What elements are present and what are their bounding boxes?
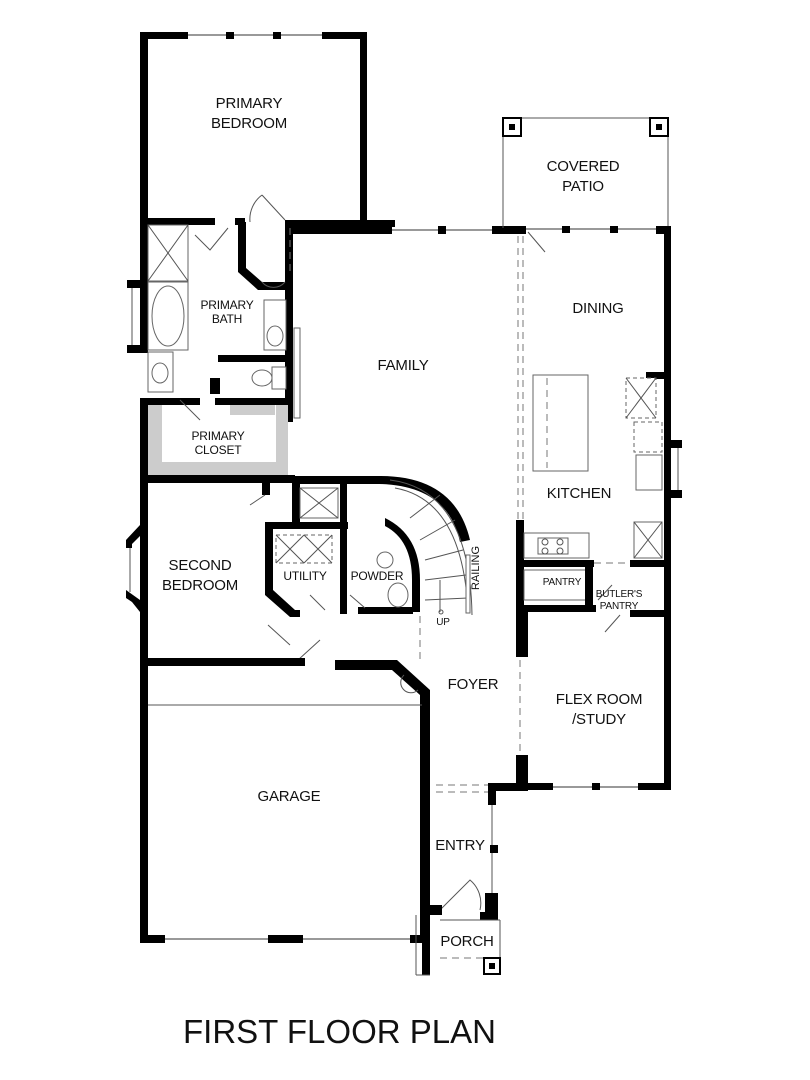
room-label-primary-closet: PRIMARY CLOSET (191, 429, 244, 457)
room-label-family: FAMILY (377, 356, 428, 376)
flex-room-label-line1: FLEX ROOM (555, 691, 643, 708)
room-label-utility: UTILITY (283, 569, 326, 583)
room-label-kitchen: KITCHEN (546, 484, 612, 504)
room-label-dining: DINING (572, 299, 624, 319)
flex-room-label-line2: /STUDY (572, 711, 626, 728)
primary-bath (127, 218, 301, 422)
utility-label: UTILITY (283, 569, 327, 583)
covered-patio-label-line2: PATIO (562, 178, 604, 195)
room-label-powder: POWDER (351, 569, 404, 583)
primary-closet-label-line1: PRIMARY (191, 429, 245, 443)
garage-label: GARAGE (257, 788, 321, 805)
butlers-pantry-label-line2: PANTRY (599, 601, 639, 612)
primary-bedroom-label-line2: BEDROOM (210, 115, 288, 132)
garage (140, 658, 430, 943)
second-bedroom (126, 483, 321, 666)
second-bedroom-label-line2: BEDROOM (161, 577, 239, 594)
room-label-foyer: FOYER (448, 675, 499, 695)
foyer-label: FOYER (447, 676, 499, 693)
covered-patio (502, 117, 670, 253)
stair-up-annotation: UP (436, 617, 450, 628)
flex-room-walls (516, 612, 671, 790)
covered-patio-label-line1: COVERED (546, 158, 620, 175)
room-label-covered-patio: COVERED PATIO (547, 157, 620, 197)
plan-title: FIRST FLOOR PLAN (183, 1013, 496, 1050)
powder-label: POWDER (350, 569, 404, 583)
foyer-entry (415, 616, 528, 976)
primary-bedroom-walls (140, 32, 395, 227)
pantry-area (516, 567, 670, 633)
primary-bedroom-label-line1: PRIMARY (215, 95, 283, 112)
primary-closet (140, 398, 295, 483)
primary-bath-label-line2: BATH (211, 312, 243, 326)
room-label-flex-room: FLEX ROOM /STUDY (556, 690, 643, 730)
kitchen-dining (516, 226, 682, 786)
room-label-porch: PORCH (440, 932, 493, 952)
primary-closet-label-line2: CLOSET (194, 443, 242, 457)
room-label-garage: GARAGE (258, 787, 321, 807)
railing-annotation: RAILING (470, 545, 482, 590)
family-walls (292, 226, 526, 520)
second-bedroom-label-line1: SECOND (168, 557, 232, 574)
room-label-entry: ENTRY (435, 836, 485, 856)
stair (292, 476, 473, 616)
family-label: FAMILY (377, 357, 429, 374)
primary-bath-label-line1: PRIMARY (200, 298, 254, 312)
dining-label: DINING (572, 300, 624, 317)
butlers-pantry-label-line1: BUTLER'S (595, 589, 643, 600)
room-label-second-bedroom: SECOND BEDROOM (162, 556, 238, 596)
room-label-butlers-pantry: BUTLER'S PANTRY (595, 589, 643, 613)
room-label-primary-bath: PRIMARY BATH (200, 298, 253, 326)
porch-label: PORCH (440, 933, 494, 950)
room-label-pantry: PANTRY (542, 577, 582, 589)
kitchen-label: KITCHEN (546, 485, 612, 502)
utility-powder (265, 484, 413, 617)
entry-label: ENTRY (435, 837, 485, 854)
pantry-label: PANTRY (542, 577, 582, 588)
room-label-primary-bedroom: PRIMARY BEDROOM (211, 94, 287, 134)
